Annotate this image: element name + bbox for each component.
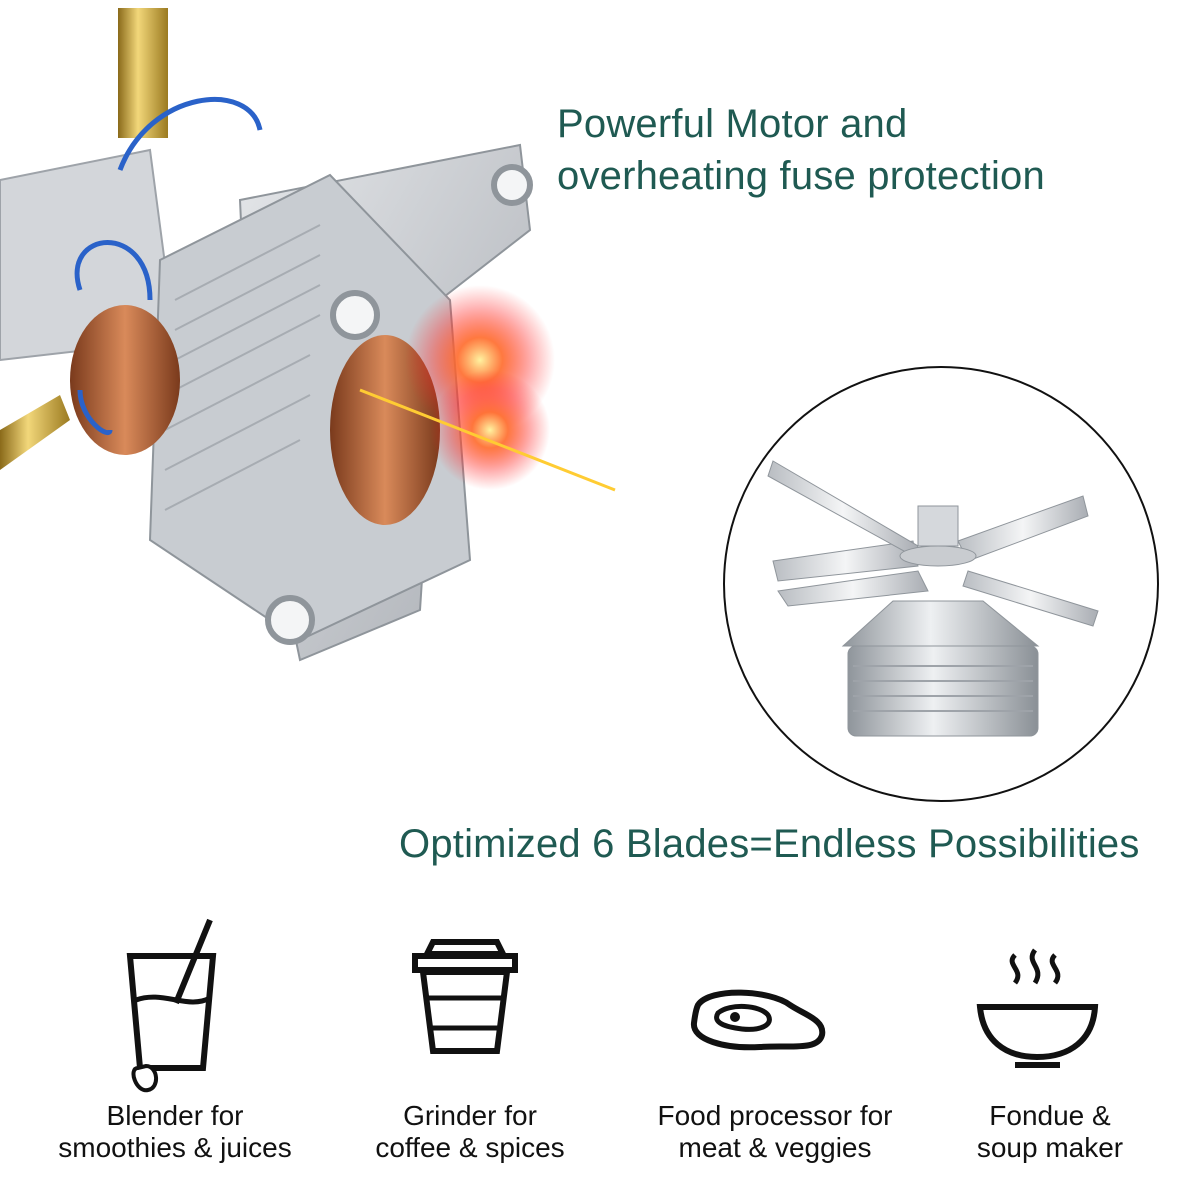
blade [777,570,929,607]
blue-wire [77,389,113,435]
spark-beam [359,388,616,492]
soup-bowl-icon [976,948,1099,1068]
smoothie-glass-icon [126,918,217,1093]
hub-bolt [917,505,959,547]
hub-washer [899,545,977,567]
blades-heading: Optimized 6 Blades=Endless Possibilities [399,822,1140,866]
coffee-cup-icon [412,939,518,1054]
motor-heading-line1: Powerful Motor and [557,102,908,146]
steak-icon [691,989,826,1051]
use-caption-fondue: Fondue & soup maker [976,1100,1124,1163]
stator-laminations [164,224,321,511]
blade-assembly-circle [723,366,1159,802]
overheat-glow [430,370,550,490]
blue-wire [117,97,263,171]
motor-heading-line2: overheating fuse protection [557,154,1045,198]
thread-lines [853,665,1033,712]
mount-hole [330,290,380,340]
blade [962,570,1099,627]
blade-base-thread [847,645,1039,737]
use-caption-blender: Blender for smoothies & juices [58,1100,292,1163]
zoom-circle [723,366,1159,802]
blade-base-cone [841,600,1040,647]
blade [772,540,919,582]
use-caption-food-processor: Food processor for meat & veggies [657,1100,893,1163]
copper-winding [70,305,180,455]
use-caption-grinder: Grinder for coffee & spices [375,1100,565,1163]
mount-hole [265,595,315,645]
blue-wire [74,240,153,301]
brass-rod [0,395,70,470]
mount-hole [491,164,533,206]
motor-heading: Powerful Motor and overheating fuse prot… [557,98,1045,202]
motor-illustration [0,8,616,662]
